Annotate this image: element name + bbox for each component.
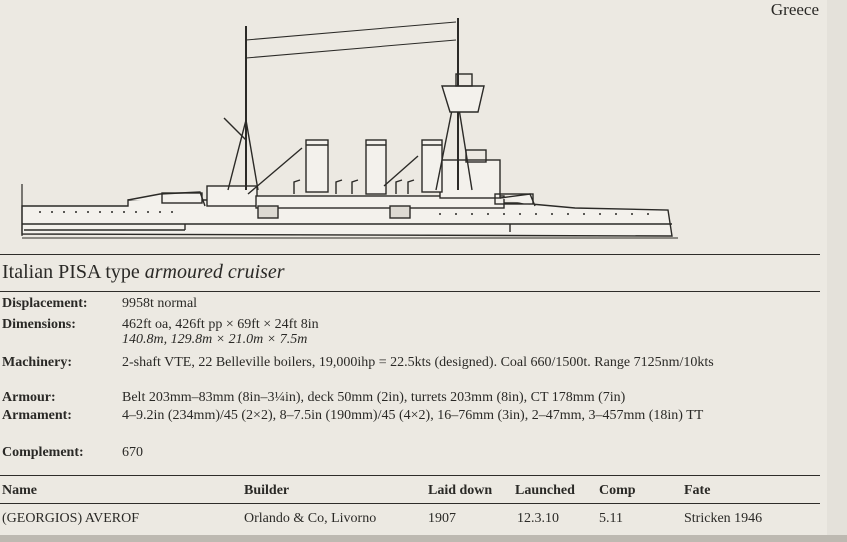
country-heading: Greece xyxy=(770,0,819,19)
ship-class-title: Italian PISA type armoured cruiser xyxy=(2,259,285,285)
ship-profile-drawing xyxy=(21,18,678,239)
table-cell-laid-down: 1907 xyxy=(428,511,456,526)
table-cell-name: (GEORGIOS) AVEROF xyxy=(2,511,140,526)
spec-label: Complement: xyxy=(2,445,84,460)
table-header-name: Name xyxy=(2,483,37,498)
spec-value: 4–9.2in (234mm)/45 (2×2), 8–7.5in (190mm… xyxy=(122,408,820,423)
table-cell-launched: 12.3.10 xyxy=(517,511,559,526)
spec-label: Armament: xyxy=(2,408,72,423)
spec-value: Belt 203mm–83mm (8in–3¼in), deck 50mm (2… xyxy=(122,390,820,405)
spec-value-text: 670 xyxy=(122,445,143,460)
spec-value: 9958t normal xyxy=(122,296,820,311)
spec-value: 670 xyxy=(122,445,820,460)
table-cell-comp: 5.11 xyxy=(599,511,623,526)
table-header-launched: Launched xyxy=(515,483,575,498)
spec-value-text: 2-shaft VTE, 22 Belleville boilers, 19,0… xyxy=(122,355,714,370)
spec-label: Machinery: xyxy=(2,355,72,370)
table-header-comp: Comp xyxy=(599,483,636,498)
ship-class-title-plain: Italian PISA type xyxy=(2,261,145,283)
spec-value-text: 9958t normal xyxy=(122,296,198,311)
section-rule-table-top xyxy=(0,475,820,476)
spec-label: Displacement: xyxy=(2,296,88,311)
page-edge-shadow xyxy=(827,0,847,542)
spec-value-text: Belt 203mm–83mm (8in–3¼in), deck 50mm (2… xyxy=(122,390,626,405)
spec-label: Dimensions: xyxy=(2,317,76,332)
section-rule-top xyxy=(0,254,820,255)
table-cell-builder: Orlando & Co, Livorno xyxy=(244,511,377,526)
ship-class-title-type: armoured cruiser xyxy=(144,261,285,283)
section-rule-title xyxy=(0,291,820,292)
table-header-fate: Fate xyxy=(684,483,711,498)
section-rule-table-header xyxy=(0,503,820,504)
spec-value-text: 4–9.2in (234mm)/45 (2×2), 8–7.5in (190mm… xyxy=(122,408,704,423)
page-bottom-edge xyxy=(0,535,847,542)
table-header-builder: Builder xyxy=(244,483,290,498)
spec-label: Armour: xyxy=(2,390,56,405)
spec-value-text: 462ft oa, 426ft pp × 69ft × 24ft 8in xyxy=(122,317,319,332)
table-cell-fate: Stricken 1946 xyxy=(684,511,763,526)
spec-value-metric: 140.8m, 129.8m × 21.0m × 7.5m xyxy=(122,332,308,347)
spec-value: 2-shaft VTE, 22 Belleville boilers, 19,0… xyxy=(122,355,820,370)
table-header-laid-down: Laid down xyxy=(428,483,493,498)
